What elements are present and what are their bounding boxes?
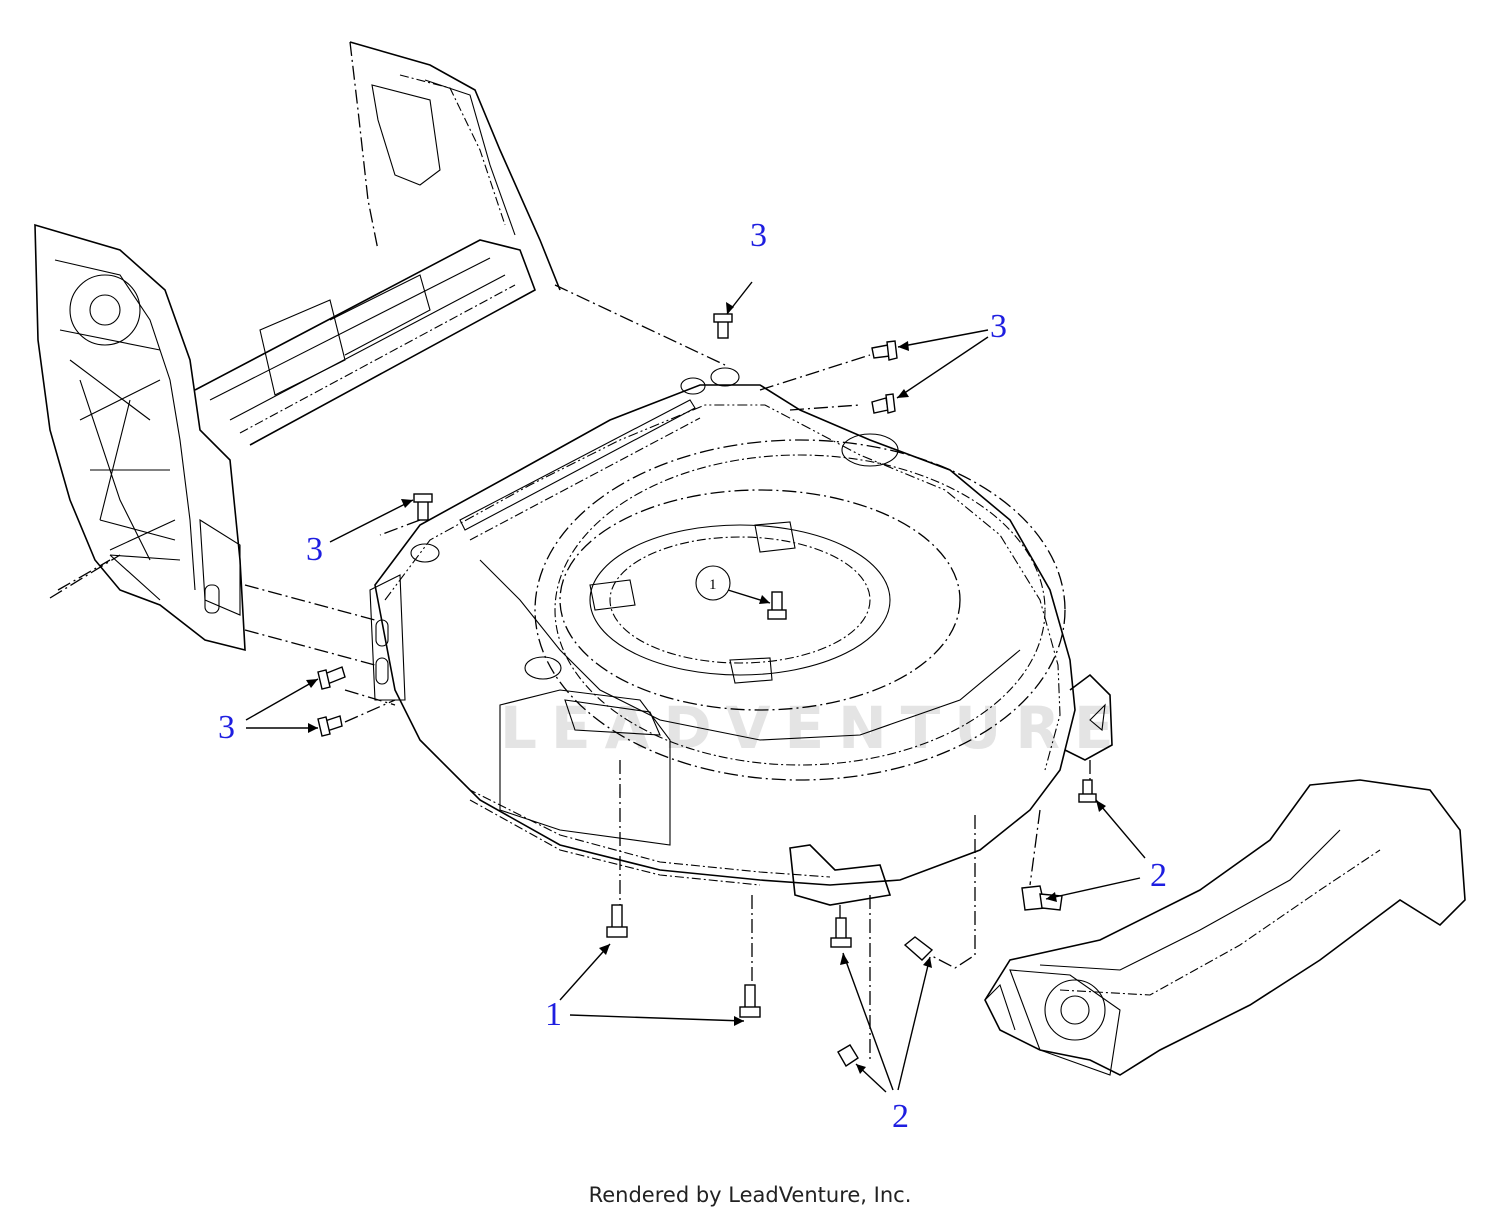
hardware-bolts	[317, 313, 1097, 1067]
bolt-right-lower	[871, 397, 889, 414]
bolt-bottom-front	[835, 917, 847, 941]
callout-3-mid: 3	[306, 531, 323, 568]
footer-credit: Rendered by LeadVenture, Inc.	[588, 1183, 912, 1207]
bolt-center	[771, 591, 783, 613]
bolt-bottom-mid	[744, 984, 756, 1010]
callout-1-bottom: 1	[545, 996, 562, 1033]
assembly-centerlines	[244, 284, 1091, 1060]
callout-3-right: 3	[990, 308, 1007, 345]
bolt-bottom-small	[837, 1044, 859, 1067]
callout-1-circle	[695, 565, 731, 601]
callout-2-bottom: 2	[892, 1098, 909, 1135]
handle-assembly	[194, 41, 561, 446]
bolt-mid	[417, 499, 429, 521]
callout-labels: 3 3 3 3 1 2 1 2	[218, 217, 1167, 1135]
mower-deck	[369, 367, 1113, 906]
callout-3-top: 3	[750, 217, 767, 254]
rear-wheel-bracket	[34, 223, 246, 652]
bolt-bottom-left	[611, 904, 623, 930]
leader-lines	[245, 281, 1146, 1093]
bolt-bottom-angled	[903, 936, 934, 961]
callout-3-left: 3	[218, 709, 235, 746]
parts-diagram: LEADVENTURE	[34, 41, 1466, 1135]
callout-1-circled: 1	[709, 577, 717, 593]
discharge-chute	[984, 779, 1466, 1076]
callout-2-right: 2	[1150, 857, 1167, 894]
